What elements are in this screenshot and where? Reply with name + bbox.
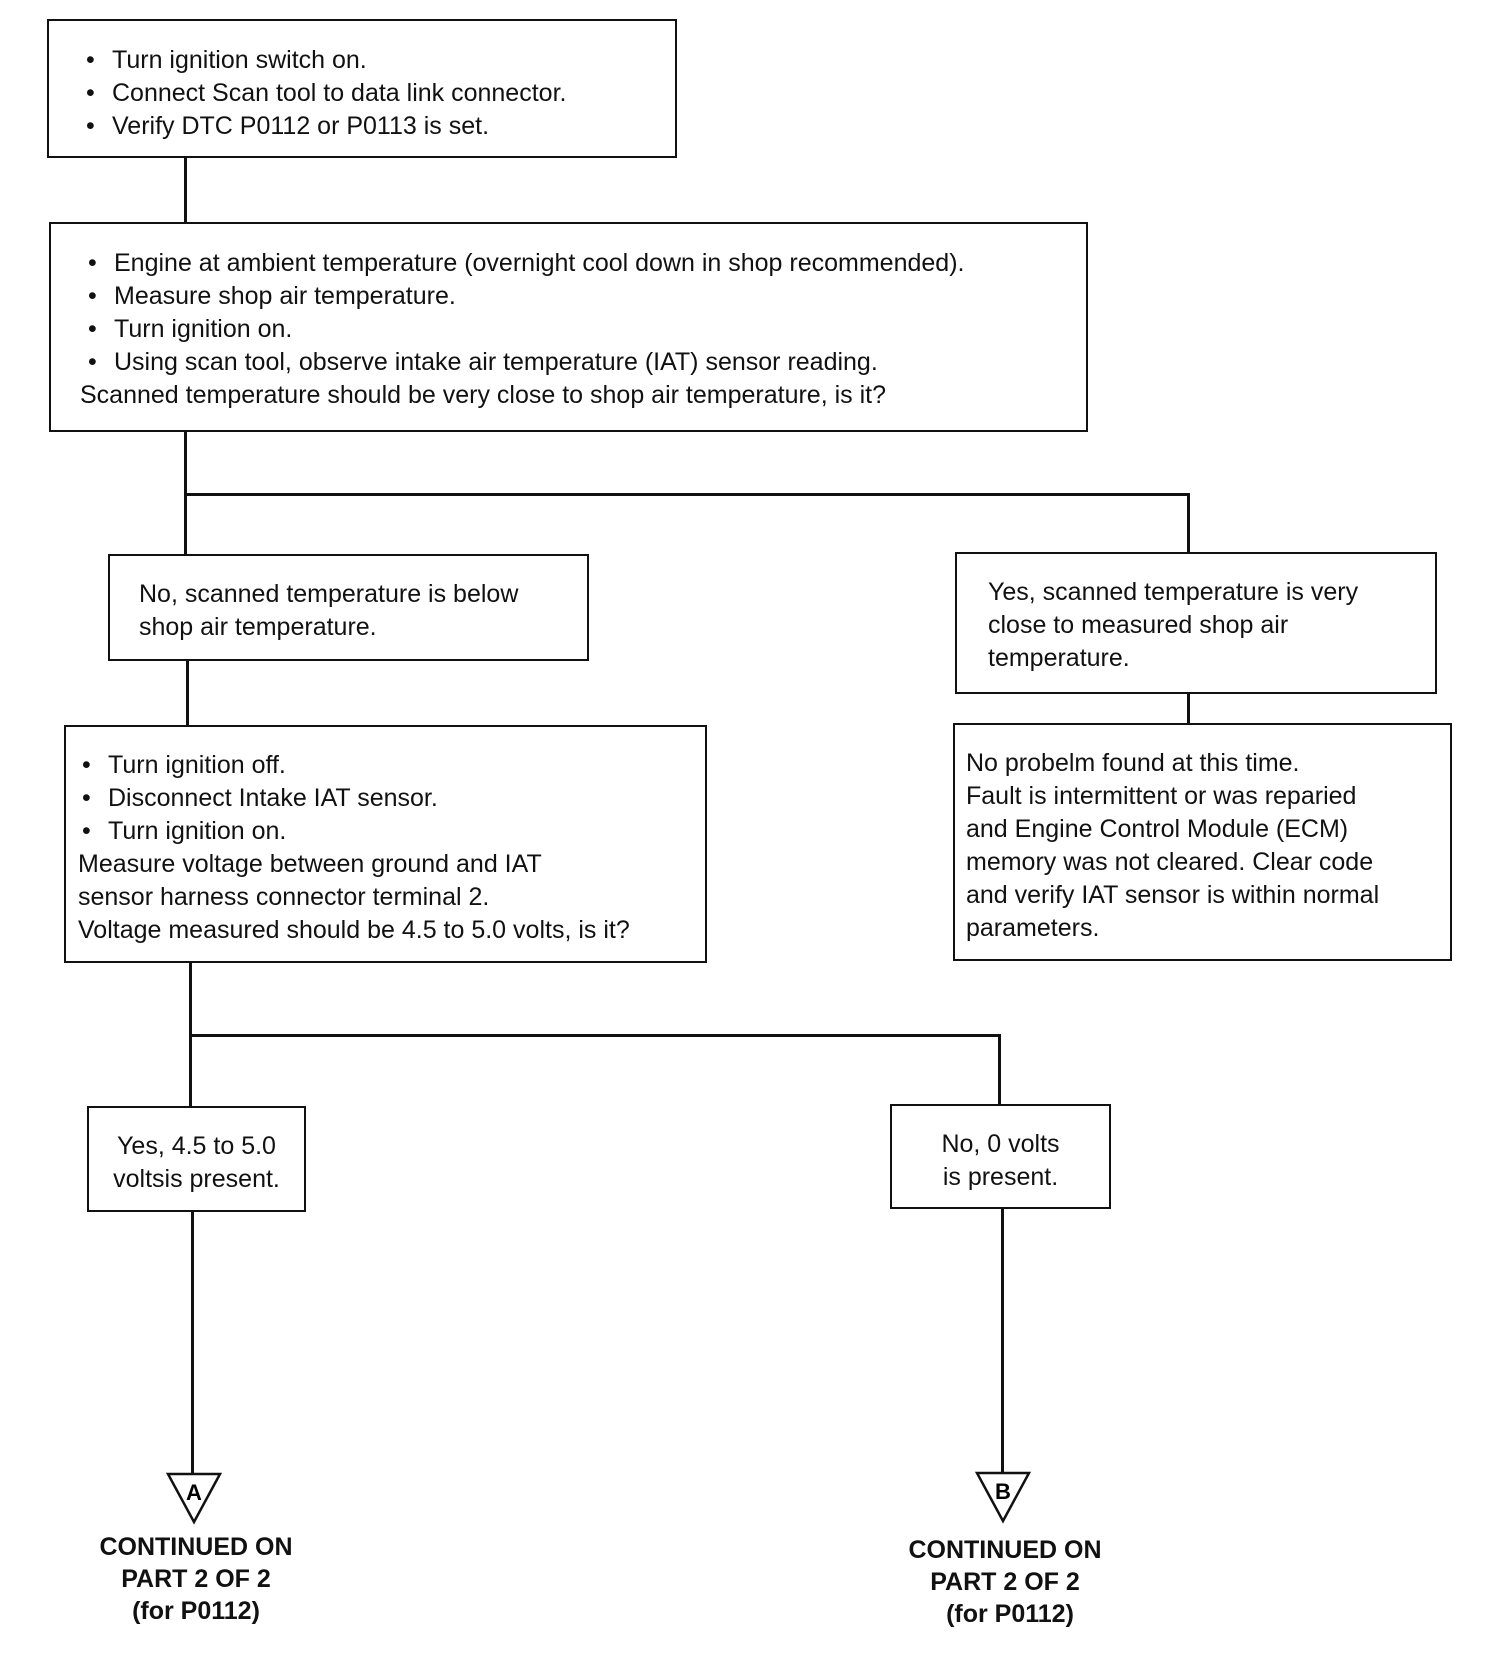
- result-box-no-problem: No probelm found at this time. Fault is …: [953, 723, 1452, 961]
- connector-line-yes-to-noproblem: [1187, 692, 1190, 724]
- result-text: No, 0 volts: [941, 1130, 1060, 1158]
- list-item: Turn ignition switch on.: [82, 44, 659, 77]
- decision-question: Scanned temperature should be very close…: [80, 381, 886, 409]
- result-text: Yes, 4.5 to 5.0: [117, 1132, 276, 1160]
- result-text: parameters.: [966, 914, 1100, 942]
- connector-line-split2-to-yes: [189, 1034, 192, 1108]
- offpage-connector-b: B: [974, 1471, 1032, 1524]
- result-text: voltsis present.: [113, 1165, 280, 1193]
- list-item: Connect Scan tool to data link connector…: [82, 77, 659, 110]
- offpage-connector-a: A: [165, 1472, 223, 1525]
- step-box-start: Turn ignition switch on. Connect Scan to…: [47, 19, 677, 158]
- list-item: Using scan tool, observe intake air temp…: [84, 346, 1070, 379]
- connector-line-start-to-check: [184, 158, 187, 224]
- connector-line-split-horizontal: [184, 493, 1190, 496]
- list-item: Engine at ambient temperature (overnight…: [84, 247, 1070, 280]
- result-box-no-below: No, scanned temperature is below shop ai…: [108, 554, 589, 661]
- list-item: Turn ignition off.: [78, 749, 695, 782]
- list-item: Measure shop air temperature.: [84, 280, 1070, 313]
- step-list-check-temperature: Engine at ambient temperature (overnight…: [84, 247, 1070, 379]
- step-box-measure-voltage: Turn ignition off. Disconnect Intake IAT…: [64, 725, 707, 963]
- list-item: Disconnect Intake IAT sensor.: [78, 782, 695, 815]
- connector-letter-b: B: [995, 1479, 1011, 1504]
- result-text: Fault is intermittent or was reparied: [966, 782, 1357, 810]
- list-item: Verify DTC P0112 or P0113 is set.: [82, 110, 659, 143]
- list-item: Turn ignition on.: [84, 313, 1070, 346]
- result-text: and Engine Control Module (ECM): [966, 815, 1349, 843]
- decision-question: Voltage measured should be 4.5 to 5.0 vo…: [78, 916, 630, 944]
- connector-line-split2-horizontal: [189, 1034, 1001, 1037]
- result-box-yes-volts: Yes, 4.5 to 5.0 voltsis present.: [87, 1106, 306, 1212]
- step-list-measure-voltage: Turn ignition off. Disconnect Intake IAT…: [78, 749, 695, 848]
- result-text: and verify IAT sensor is within normal: [966, 881, 1380, 909]
- step-box-check-temperature: Engine at ambient temperature (overnight…: [49, 222, 1088, 432]
- decision-text: sensor harness connector terminal 2.: [78, 883, 490, 911]
- connector-letter-a: A: [186, 1480, 202, 1505]
- result-text: temperature.: [988, 644, 1130, 672]
- continuation-text: CONTINUED ON: [908, 1536, 1102, 1564]
- continuation-text: CONTINUED ON: [99, 1533, 293, 1561]
- continuation-label-b: CONTINUED ON PART 2 OF 2 (for P0112): [855, 1534, 1155, 1630]
- continuation-label-a: CONTINUED ON PART 2 OF 2 (for P0112): [46, 1531, 346, 1627]
- connector-line-split2-to-no: [998, 1034, 1001, 1106]
- result-text: No, scanned temperature is below: [139, 580, 519, 608]
- step-list-start: Turn ignition switch on. Connect Scan to…: [82, 44, 659, 143]
- connector-line-measure-to-split: [189, 963, 192, 1038]
- connector-line-split-to-no: [184, 493, 187, 555]
- connector-line-check-to-split: [184, 432, 187, 496]
- result-box-no-volts: No, 0 volts is present.: [890, 1104, 1111, 1209]
- result-text: No probelm found at this time.: [966, 749, 1300, 777]
- continuation-text: (for P0112): [946, 1600, 1074, 1628]
- continuation-text: (for P0112): [132, 1597, 260, 1625]
- connector-line-no-to-measure: [186, 660, 189, 726]
- result-text: memory was not cleared. Clear code: [966, 848, 1374, 876]
- decision-text: Measure voltage between ground and IAT: [78, 850, 542, 878]
- connector-line-yes-to-a: [191, 1212, 194, 1474]
- result-text: shop air temperature.: [139, 613, 377, 641]
- result-text: is present.: [942, 1163, 1059, 1191]
- result-text: close to measured shop air: [988, 611, 1289, 639]
- continuation-text: PART 2 OF 2: [121, 1565, 271, 1593]
- result-text: Yes, scanned temperature is very: [988, 578, 1359, 606]
- connector-line-no-to-b: [1001, 1209, 1004, 1473]
- continuation-text: PART 2 OF 2: [930, 1568, 1080, 1596]
- result-box-yes-close: Yes, scanned temperature is very close t…: [955, 552, 1437, 694]
- connector-line-split-to-yes: [1187, 493, 1190, 553]
- list-item: Turn ignition on.: [78, 815, 695, 848]
